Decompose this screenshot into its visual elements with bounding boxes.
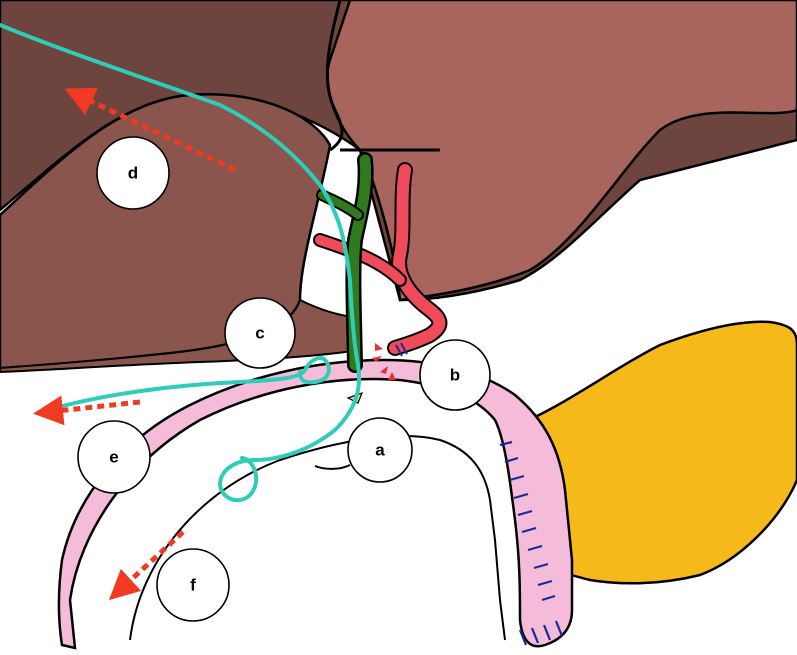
label-e: e bbox=[77, 420, 151, 494]
hepatic-artery-branch-fill bbox=[315, 235, 405, 285]
label-a: a bbox=[347, 417, 413, 483]
label-e-text: e bbox=[109, 448, 118, 467]
drain-tube-loop-icon bbox=[46, 356, 331, 412]
label-b-text: b bbox=[450, 366, 460, 385]
label-d: d bbox=[96, 136, 170, 210]
label-c: c bbox=[224, 297, 296, 369]
pancreas bbox=[503, 320, 797, 585]
duodenum-fold bbox=[314, 464, 351, 470]
leak-marks-icon bbox=[372, 343, 396, 380]
drain-tube-inner-icon bbox=[217, 363, 362, 503]
arrow-e-icon bbox=[33, 395, 141, 426]
arrow-f-icon bbox=[108, 530, 185, 601]
hepatic-artery-fill bbox=[389, 164, 446, 354]
label-f: f bbox=[156, 548, 230, 622]
label-d-text: d bbox=[128, 164, 138, 183]
artery-stump-suture-icon bbox=[395, 342, 408, 357]
liver-right-lobe bbox=[326, 0, 797, 302]
duodenum bbox=[57, 358, 574, 650]
suture-line-icon bbox=[499, 440, 564, 646]
duodenum-inner-curve bbox=[129, 435, 506, 641]
liver-fissure-line bbox=[325, 0, 440, 152]
label-a-text: a bbox=[375, 441, 385, 460]
arrow-d-icon bbox=[64, 87, 237, 173]
label-c-text: c bbox=[255, 324, 264, 343]
drain-tube-icon bbox=[0, 23, 360, 367]
label-f-text: f bbox=[190, 576, 196, 595]
label-b: b bbox=[419, 339, 491, 411]
bile-duct-branch-fill bbox=[318, 191, 362, 219]
